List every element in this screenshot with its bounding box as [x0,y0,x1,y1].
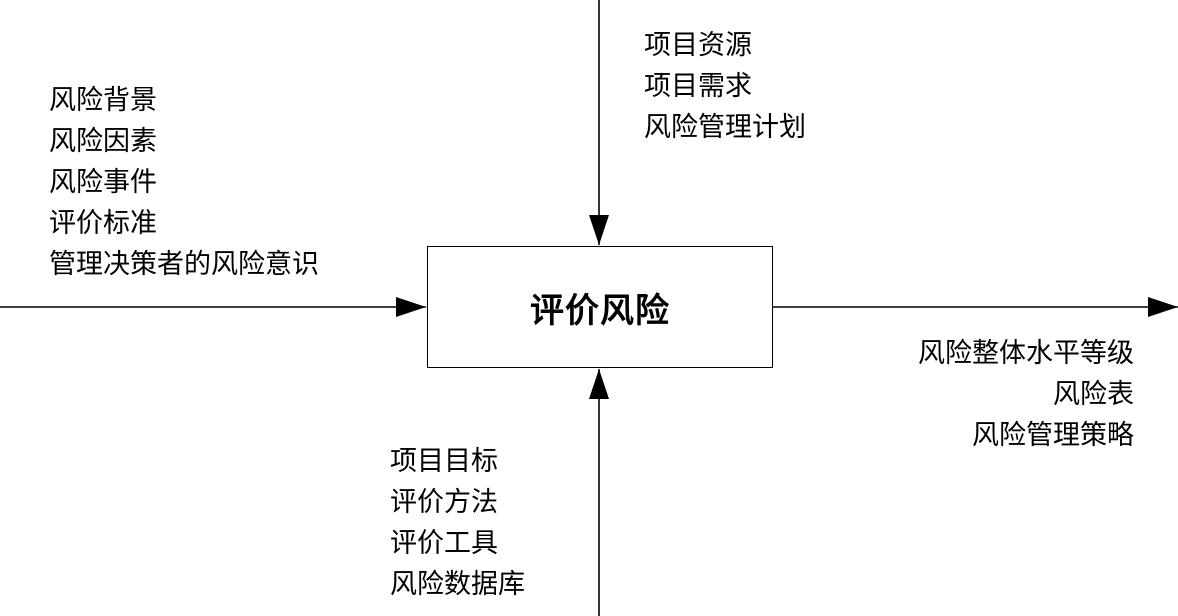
input-label: 风险事件 [49,167,157,198]
process-box: 评价风险 [427,246,773,368]
control-label: 项目资源 [644,30,752,61]
outputs-label-group: 风险整体水平等级 风险表 风险管理策略 [918,333,1134,456]
input-label: 管理决策者的风险意识 [49,249,319,280]
controls-label-group: 项目资源 项目需求 风险管理计划 [644,25,806,148]
mechanism-label: 风险数据库 [390,569,525,600]
control-label: 项目需求 [644,71,752,102]
process-title: 评价风险 [530,290,670,331]
input-label: 风险因素 [49,126,157,157]
mechanism-label: 评价方法 [390,487,498,518]
output-label: 风险表 [1053,379,1134,410]
mechanism-label: 项目目标 [390,446,498,477]
input-label: 评价标准 [49,208,157,239]
mechanisms-label-group: 项目目标 评价方法 评价工具 风险数据库 [390,441,525,605]
output-label: 风险管理策略 [972,420,1134,451]
control-label: 风险管理计划 [644,112,806,143]
input-label: 风险背景 [49,85,157,116]
mechanism-label: 评价工具 [390,528,498,559]
output-label: 风险整体水平等级 [918,338,1134,369]
inputs-label-group: 风险背景 风险因素 风险事件 评价标准 管理决策者的风险意识 [49,80,319,285]
